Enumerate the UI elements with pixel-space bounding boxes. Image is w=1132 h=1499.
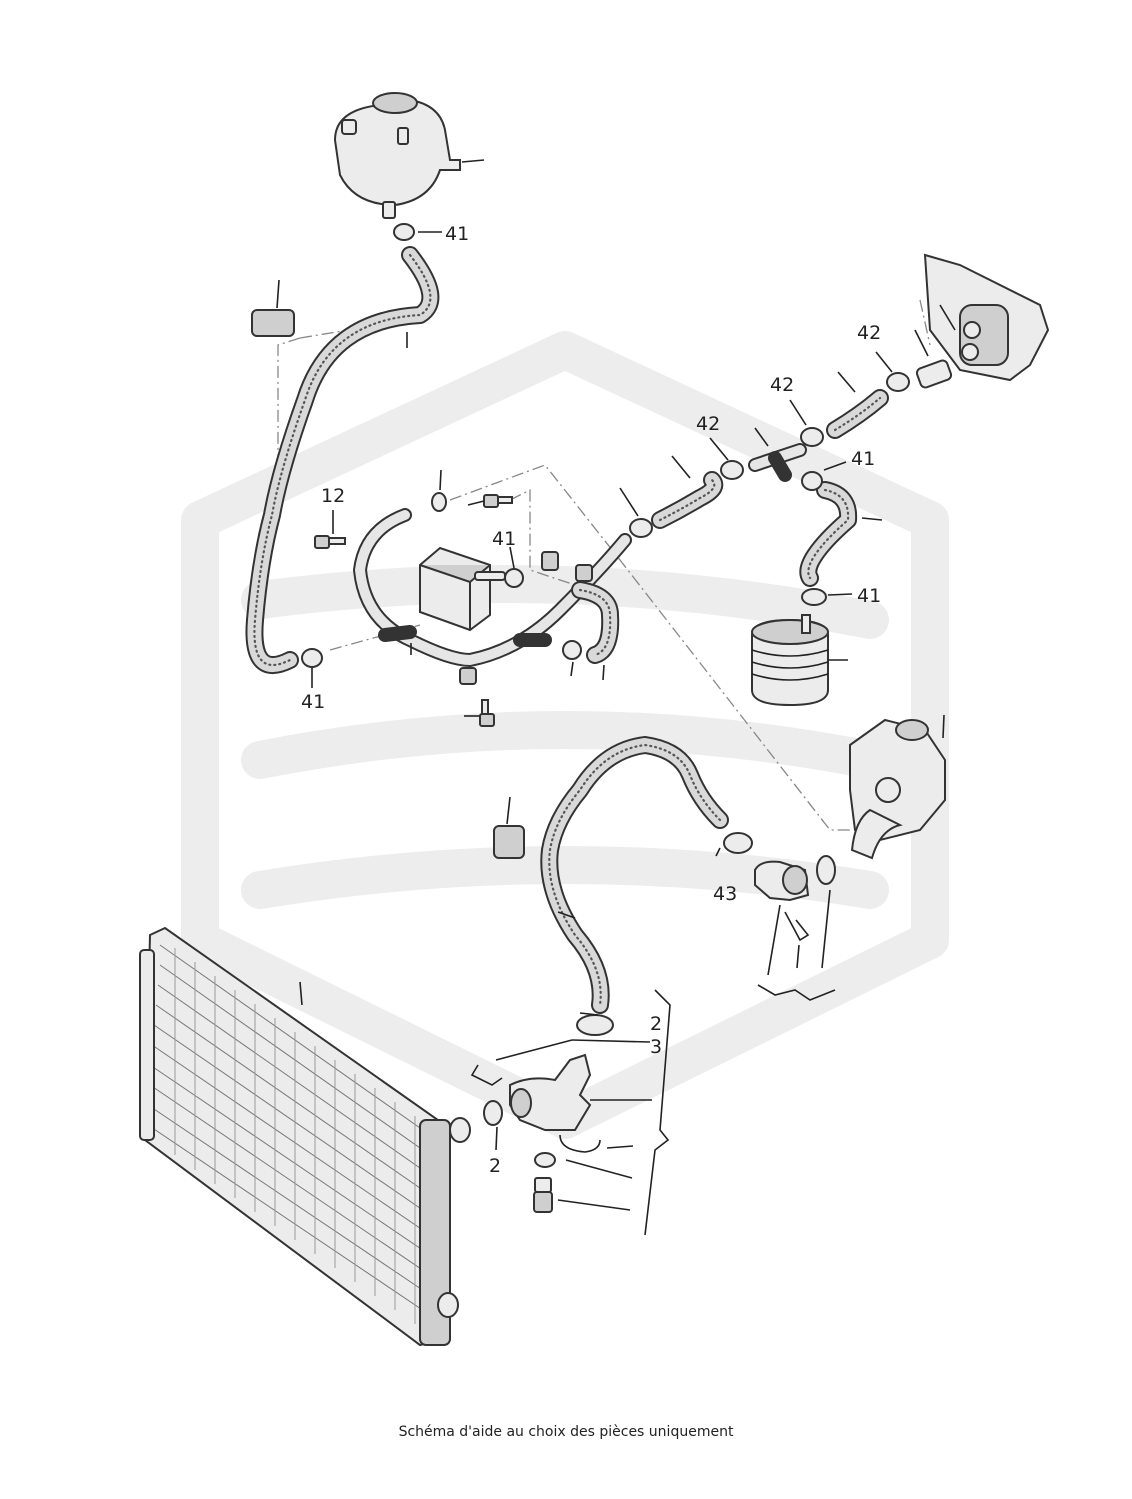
hose-main-middle bbox=[540, 736, 729, 1014]
coolant-flange bbox=[509, 1053, 652, 1131]
label-flange-o-ring: 2 bbox=[489, 1155, 501, 1177]
hose-clamp-center-lower bbox=[562, 640, 582, 677]
coolant-pipe-metal bbox=[353, 508, 632, 667]
bolt-center bbox=[467, 494, 513, 508]
hose-clamp-lower-left bbox=[301, 648, 323, 688]
label-flange-3: 3 bbox=[650, 1036, 662, 1058]
label-clamp-tank: 41 bbox=[445, 223, 469, 245]
hose-upper-right-1 bbox=[651, 455, 724, 529]
hose-mount-bracket bbox=[493, 796, 525, 859]
hose-clamp-42-b bbox=[709, 437, 744, 480]
diagram-caption: Schéma d'aide au choix des pièces unique… bbox=[398, 1424, 734, 1440]
hose-clamp-42-a bbox=[619, 487, 653, 538]
hose-clamp-right-upper bbox=[801, 461, 847, 491]
hose-upper-right-2 bbox=[826, 371, 889, 439]
hose-clamp-center bbox=[504, 546, 524, 588]
hose-connector-left bbox=[251, 279, 295, 337]
label-flange-2: 2 bbox=[650, 1013, 662, 1035]
bolt-bottom bbox=[464, 699, 495, 727]
return-hose-long bbox=[245, 246, 440, 674]
pump-o-ring bbox=[816, 855, 836, 969]
oil-filter-housing bbox=[751, 614, 848, 707]
hose-clamp-42-c bbox=[789, 399, 824, 447]
mount-bracket-small bbox=[459, 551, 593, 685]
sensor-seal bbox=[534, 1152, 633, 1179]
hose-right-vertical bbox=[799, 481, 883, 587]
temperature-sensor bbox=[533, 1177, 631, 1213]
pump-elbow-connector bbox=[754, 860, 810, 976]
group-brace-flange bbox=[644, 989, 671, 1236]
flange-hose-clip bbox=[559, 1134, 634, 1153]
label-clamp-right-upper: 41 bbox=[851, 448, 875, 470]
label-clamp-center: 41 bbox=[492, 528, 516, 550]
label-clamp-right-lower: 41 bbox=[857, 585, 881, 607]
flange-retaining-clip bbox=[470, 1039, 651, 1086]
t-connector bbox=[748, 427, 807, 482]
label-clamp-42-d: 42 bbox=[857, 322, 881, 344]
flange-o-ring bbox=[483, 1100, 503, 1151]
bolt-12 bbox=[314, 510, 346, 549]
hose-clamp-tank bbox=[393, 223, 442, 241]
pump-retaining-clip bbox=[784, 911, 810, 969]
label-bolt-12: 12 bbox=[321, 485, 345, 507]
oil-cooler bbox=[419, 546, 506, 632]
hose-small-center bbox=[571, 581, 620, 681]
water-pump bbox=[849, 714, 946, 860]
hose-clamp-pump bbox=[715, 832, 753, 857]
label-clamp-42-c: 42 bbox=[770, 374, 794, 396]
hose-clamp-42-d bbox=[875, 351, 910, 392]
expansion-tank bbox=[333, 92, 485, 219]
label-clamp-42-b: 42 bbox=[696, 413, 720, 435]
group-brace-pump bbox=[757, 984, 836, 1001]
pipe-adapter-upper bbox=[914, 329, 953, 389]
watermark-logo bbox=[181, 331, 949, 1139]
o-ring-center bbox=[431, 469, 447, 512]
radiator bbox=[139, 926, 471, 1347]
hose-clamp-right-lower bbox=[801, 588, 853, 606]
label-clamp-pump: 43 bbox=[713, 883, 737, 905]
engine-housing bbox=[923, 253, 1050, 382]
coolant-flange-clamp bbox=[576, 1012, 614, 1036]
label-clamp-lower-left: 41 bbox=[301, 691, 325, 713]
